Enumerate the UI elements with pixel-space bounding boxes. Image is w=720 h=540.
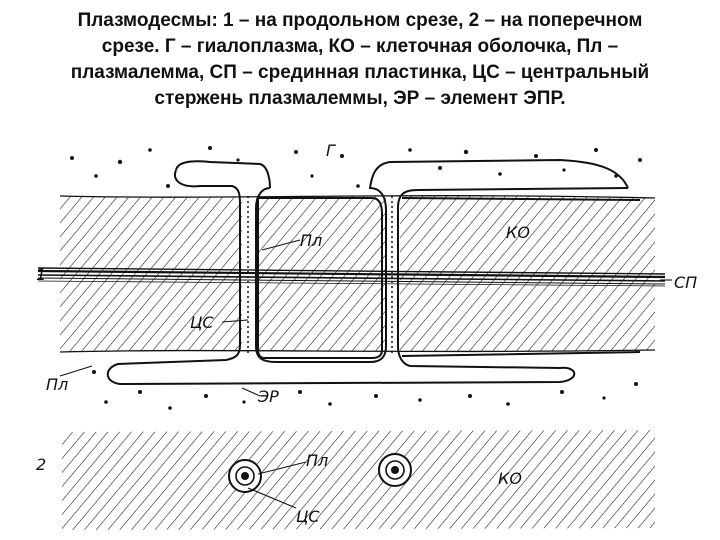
middle-lamella bbox=[37, 267, 666, 287]
leader-lines bbox=[59, 239, 672, 509]
hyaloplasm-dots bbox=[70, 146, 642, 410]
label-central-rod-bottom: ЦС bbox=[296, 507, 320, 526]
central-rod bbox=[247, 196, 393, 356]
label-hyaloplasm: Г bbox=[326, 141, 336, 160]
label-central-rod-top: ЦС bbox=[190, 313, 214, 332]
label-section-2: 2 bbox=[36, 455, 46, 474]
longitudinal-section bbox=[37, 146, 666, 410]
cell-wall-longitudinal bbox=[60, 195, 655, 352]
label-plasmalemma-top: Пл bbox=[300, 231, 322, 250]
plasmodesma-cross-section bbox=[228, 459, 262, 493]
transverse-section bbox=[62, 430, 655, 530]
plasmodesma-cross-section bbox=[378, 453, 412, 487]
figure-caption: Плазмодесмы: 1 – на продольном срезе, 2 … bbox=[0, 8, 720, 112]
label-cell-wall-bottom: КО bbox=[498, 469, 522, 488]
label-middle-lamella: СП bbox=[674, 273, 697, 292]
label-plasmalemma-left: Пл bbox=[46, 375, 68, 394]
label-cell-wall-top: КО bbox=[506, 223, 530, 242]
caption-line-4: стержень плазмалеммы, ЭР – элемент ЭПР. bbox=[154, 88, 566, 109]
caption-line-3: плазмалемма, СП – срединная пластинка, Ц… bbox=[70, 62, 650, 83]
caption-line-2: срезе. Г – гиалоплазма, КО – клеточная о… bbox=[101, 36, 619, 57]
label-section-1: 1 bbox=[36, 265, 46, 284]
caption-line-1: Плазмодесмы: 1 – на продольном срезе, 2 … bbox=[77, 10, 643, 31]
label-er: ЭР bbox=[257, 387, 279, 406]
label-plasmalemma-bottom: Пл bbox=[306, 451, 328, 470]
plasmalemma-longitudinal bbox=[106, 158, 641, 386]
